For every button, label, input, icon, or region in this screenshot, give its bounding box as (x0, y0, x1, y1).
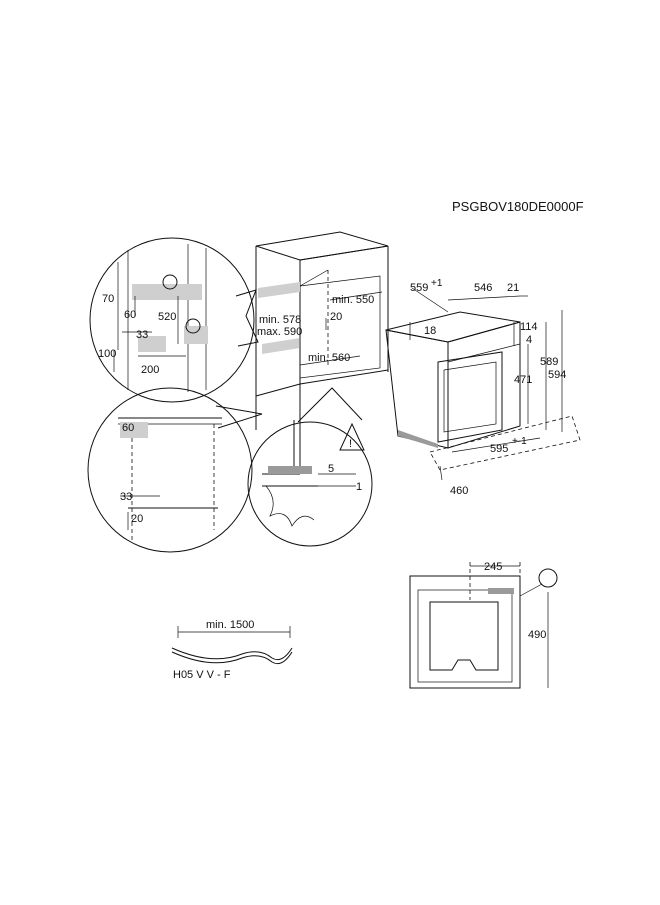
fixing-detail-circle: ! 5 1 (247, 387, 373, 547)
document-code: PSGBOV180DE0000F (452, 199, 584, 214)
dim-471: 471 (514, 374, 532, 386)
dim-33: 33 (136, 329, 148, 341)
dim-245: 245 (484, 561, 502, 573)
dim-595: 595 (490, 443, 508, 455)
cable-type-label: H05 V V - F (173, 669, 231, 681)
power-icon (162, 274, 178, 290)
dim-60: 60 (124, 309, 136, 321)
dim-4: 4 (526, 334, 532, 346)
dim-60: 60 (122, 422, 134, 434)
bottom-detail-circle: 60 33 20 (87, 387, 263, 553)
tolerance-plus-minus-1: +-1 (512, 436, 527, 447)
warning-symbol: ! (349, 438, 352, 450)
cabinet-drawing: min. 578 max. 590 min. 550 20 min. 560 (255, 231, 389, 430)
cable-length-label: min. 1500 (206, 619, 254, 631)
dim-589: 589 (540, 356, 558, 368)
dim-114: 114 (520, 321, 538, 333)
dim-546: 546 (474, 282, 492, 294)
cable-drawing: min. 1500 H05 V V - F (171, 619, 293, 681)
dim-460: 460 (450, 485, 468, 497)
power-icon (185, 318, 201, 334)
dim-20: 20 (330, 311, 342, 323)
dim-1: 1 (356, 481, 362, 493)
warning-icon (339, 422, 365, 451)
dim-520: 520 (158, 311, 176, 323)
tolerance-plus-1: +1 (431, 278, 443, 289)
dim-594: 594 (548, 369, 566, 381)
dim-18: 18 (424, 325, 436, 337)
dim-559: 559 (410, 282, 428, 294)
dim-200: 200 (141, 364, 159, 376)
dim-5: 5 (328, 463, 334, 475)
niche-detail-circle: 70 60 520 33 100 200 (89, 237, 259, 403)
dim-20: 20 (131, 513, 143, 525)
dim-70: 70 (102, 293, 114, 305)
dim-21: 21 (507, 282, 519, 294)
dim-490: 490 (528, 629, 546, 641)
dim-min-560: min. 560 (308, 352, 350, 364)
oven-back-view: 245 490 (409, 561, 558, 689)
dim-min-550: min. 550 (332, 294, 374, 306)
dim-max-590: max. 590 (257, 326, 302, 338)
dim-100: 100 (98, 348, 116, 360)
oven-drawing: 559 +1 546 21 18 114 4 471 589 594 595 +… (385, 278, 581, 497)
dim-33: 33 (120, 491, 132, 503)
dim-min-578: min. 578 (259, 314, 301, 326)
power-icon (538, 568, 558, 588)
